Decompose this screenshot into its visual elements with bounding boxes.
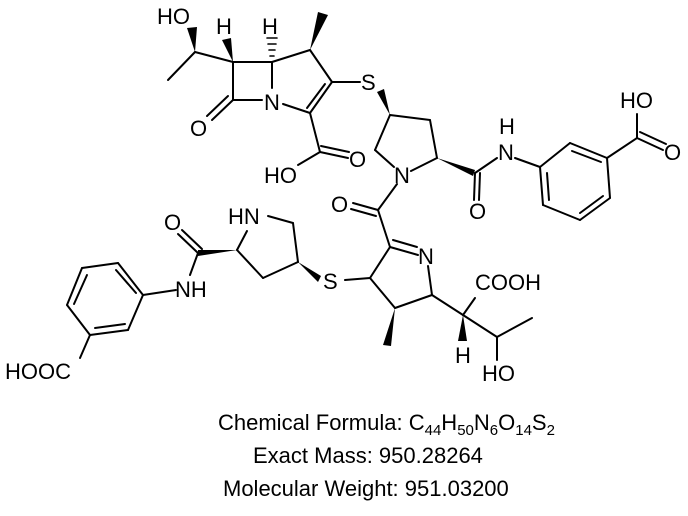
wedge-bond xyxy=(187,27,197,52)
atom-label-o: O xyxy=(164,210,181,235)
atom-label-n: N xyxy=(498,140,514,165)
atom-label-n: N xyxy=(264,90,280,115)
benzoic-acid-ring-2 xyxy=(66,262,177,359)
wedge-bond xyxy=(198,250,237,256)
wedge-bond xyxy=(458,315,467,341)
atom-label-h: H xyxy=(216,14,232,39)
hashed-bond xyxy=(266,37,278,57)
atom-label-hn: HN xyxy=(228,204,260,229)
atom-label-ho: HO xyxy=(157,4,190,29)
atom-label-o: O xyxy=(349,147,366,172)
atom-label-h: H xyxy=(455,343,471,368)
formula-label: Chemical Formula: xyxy=(218,410,409,435)
wedge-bond xyxy=(310,12,328,50)
atom-label-s: S xyxy=(361,70,376,95)
benzoic-acid-ring-1 xyxy=(514,113,667,221)
atom-label-cooh: COOH xyxy=(475,270,541,295)
pyrrolidine-ring-1 xyxy=(350,89,498,217)
atom-label-s: S xyxy=(323,269,338,294)
molecular-weight: Molecular Weight: 951.03200 xyxy=(223,476,509,502)
atom-label-h: H xyxy=(499,114,515,139)
atom-label-o: O xyxy=(190,116,207,141)
chemical-structure-diagram: HO H H N O S O HO N O N H HO O O N S COO… xyxy=(5,4,681,386)
exact-mass-value: 950.28264 xyxy=(378,443,483,468)
molecular-weight-value: 951.03200 xyxy=(404,476,509,501)
wedge-bond xyxy=(437,158,475,176)
atom-label-ho: HO xyxy=(264,163,297,188)
chemical-formula: Chemical Formula: C44H50N6O14S2 xyxy=(218,410,555,439)
wedge-bond xyxy=(222,38,233,62)
atom-label-hooc: HOOC xyxy=(5,359,71,384)
atom-label-ho: HO xyxy=(620,88,653,113)
atom-label-n: N xyxy=(394,163,410,188)
dihydropyrrole-ring xyxy=(344,209,533,361)
atom-label-n: N xyxy=(418,244,434,269)
wedge-bond xyxy=(298,262,321,282)
molecular-weight-label: Molecular Weight: xyxy=(223,476,405,501)
atom-label-o: O xyxy=(469,199,486,224)
atom-label-ho: HO xyxy=(482,361,515,386)
exact-mass: Exact Mass: 950.28264 xyxy=(253,443,483,469)
carbapenem-core xyxy=(167,12,361,166)
atom-label-h: H xyxy=(262,14,278,39)
pyrrolidine-ring-2 xyxy=(177,215,321,282)
wedge-bond xyxy=(383,308,395,346)
wedge-bond xyxy=(377,89,390,115)
atom-label-o: O xyxy=(664,140,681,165)
exact-mass-label: Exact Mass: xyxy=(253,443,379,468)
atom-label-o: O xyxy=(331,192,348,217)
atom-label-nh: NH xyxy=(175,277,207,302)
